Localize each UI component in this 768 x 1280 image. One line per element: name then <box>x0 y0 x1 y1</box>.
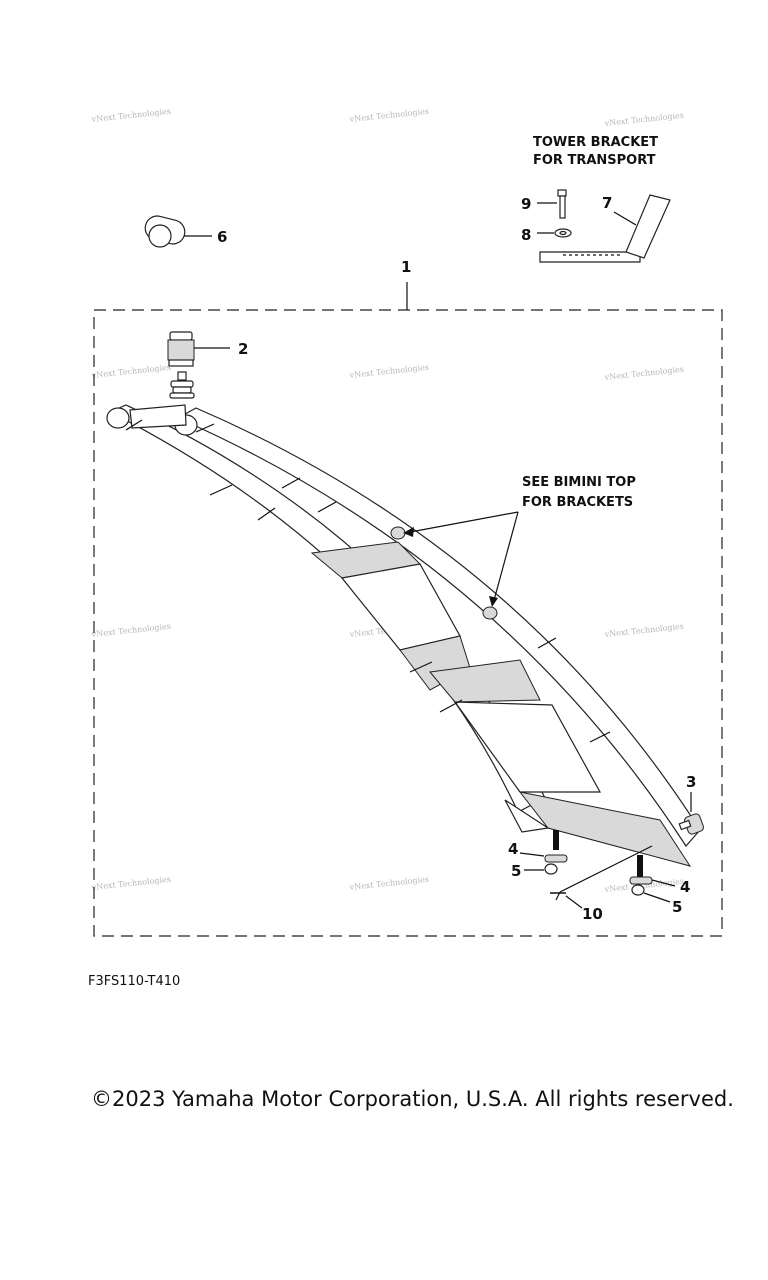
note-bimini-line2: FOR BRACKETS <box>522 495 633 510</box>
diagram-code: F3FS110-T410 <box>88 974 181 989</box>
stud-left <box>553 830 559 850</box>
watermark: vNext Technologies <box>90 622 171 639</box>
watermark: vNext Technologies <box>348 107 429 124</box>
parts-diagram: vNext Technologies vNext Technologies vN… <box>90 107 723 937</box>
part-6-plug <box>144 215 186 248</box>
part-4-spacer-right <box>629 876 653 885</box>
stud-right <box>637 855 643 877</box>
part-4-spacer-left <box>544 854 568 863</box>
callout-1: 1 <box>401 258 411 276</box>
callout-4-left: 4 <box>508 840 518 858</box>
watermark: vNext Technologies <box>348 363 429 380</box>
callout-6: 6 <box>217 228 227 246</box>
part-7-tower-bracket <box>539 194 671 263</box>
callout-2: 2 <box>238 340 248 358</box>
tower-frame <box>106 404 701 867</box>
callout-8: 8 <box>521 226 531 244</box>
part-8-washer <box>554 228 572 238</box>
part-10-pin <box>550 845 653 901</box>
callout-3: 3 <box>686 773 696 791</box>
part-3-knob <box>678 813 704 835</box>
assembly-boundary <box>93 309 723 937</box>
part-2-fitting <box>167 331 195 399</box>
watermark: vNext Technologies <box>348 875 429 892</box>
note-tower-bracket-line1: TOWER BRACKET <box>533 135 658 150</box>
callout-9: 9 <box>521 195 531 213</box>
note-bimini-line1: SEE BIMINI TOP <box>522 475 636 490</box>
watermark: vNext Technologies <box>603 111 684 128</box>
part-5-nut-right <box>631 884 645 896</box>
callout-7: 7 <box>602 194 612 212</box>
callout-5-right: 5 <box>672 898 682 916</box>
note-tower-bracket-line2: FOR TRANSPORT <box>533 153 656 168</box>
copyright-notice: ©2023 Yamaha Motor Corporation, U.S.A. A… <box>91 1087 734 1111</box>
bimini-bracket-knobs <box>390 526 498 620</box>
watermark: vNext Technologies <box>90 875 171 892</box>
callout-10: 10 <box>582 905 603 923</box>
callout-4-right: 4 <box>680 878 690 896</box>
watermark: vNext Technologies <box>603 365 684 382</box>
watermark: vNext Technologies <box>603 622 684 639</box>
part-9-bolt <box>557 189 567 219</box>
part-5-nut-left <box>544 863 558 875</box>
watermark: vNext Technologies <box>90 107 171 124</box>
callout-5-left: 5 <box>511 862 521 880</box>
watermark: vNext Technologies <box>90 363 171 380</box>
